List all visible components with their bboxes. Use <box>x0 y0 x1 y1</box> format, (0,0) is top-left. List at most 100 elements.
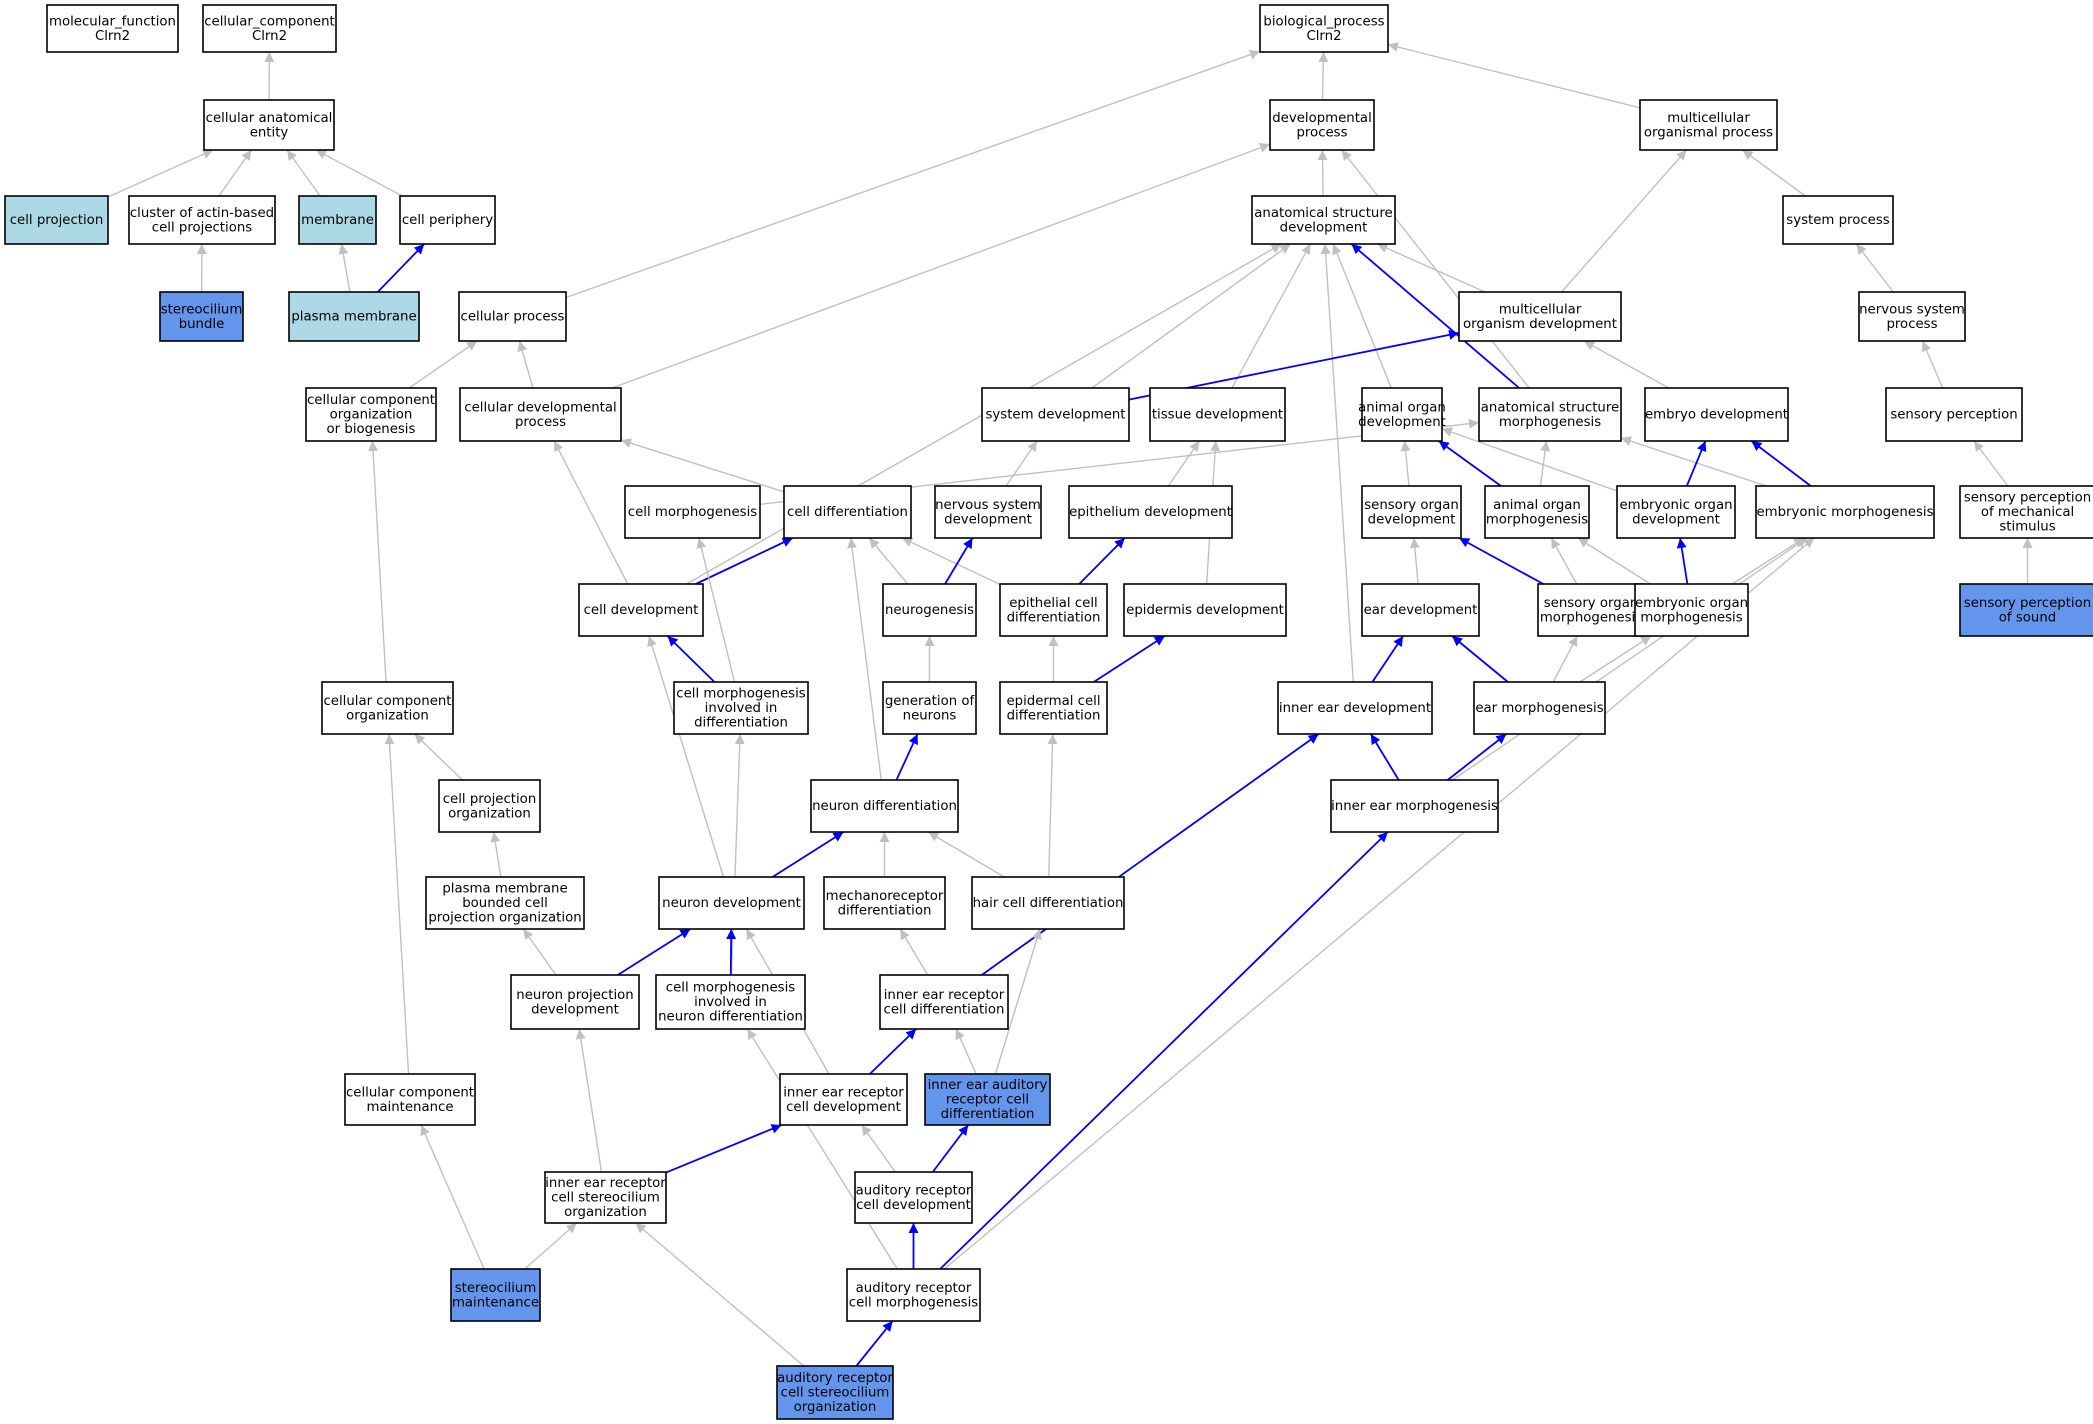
edge-system-development-to-anatomical-structure-development <box>1091 243 1291 389</box>
node-embryo-development[interactable]: embryo development <box>1644 387 1789 442</box>
node-box <box>1269 99 1375 151</box>
node-hair-cell-differentiation[interactable]: hair cell differentiation <box>971 876 1125 930</box>
node-label-line: cell projections <box>152 220 253 235</box>
node-label-line: system process <box>1786 213 1889 228</box>
node-inner-ear-morphogenesis[interactable]: inner ear morphogenesis <box>1330 779 1499 833</box>
node-epidermis-development[interactable]: epidermis development <box>1123 583 1287 637</box>
node-system-development[interactable]: system development <box>981 387 1130 442</box>
node-membrane[interactable]: membrane <box>298 195 377 245</box>
node-box <box>924 1073 1051 1126</box>
node-neuron-development[interactable]: neuron development <box>658 876 805 930</box>
edge-auditory-receptor-cell-morphogenesis-to-cell-morph-in-neuron-diff <box>746 1028 898 1270</box>
node-ear-morphogenesis[interactable]: ear morphogenesis <box>1473 681 1606 735</box>
edge-anatomical-structure-morphogenesis-to-developmental-process <box>1341 149 1530 389</box>
node-label-line: organization <box>330 408 413 423</box>
node-system-process[interactable]: system process <box>1782 195 1894 245</box>
node-cell-projection[interactable]: cell projection <box>4 195 109 245</box>
node-inner-ear-development[interactable]: inner ear development <box>1277 681 1433 735</box>
node-cell-differentiation[interactable]: cell differentiation <box>783 485 912 539</box>
node-tissue-development[interactable]: tissue development <box>1149 387 1286 442</box>
node-neurogenesis[interactable]: neurogenesis <box>882 583 977 637</box>
edge-neuron-projection-development-to-neuron-development <box>617 928 691 976</box>
edge-cell-projection-to-cellular-anatomical-entity <box>107 149 214 198</box>
node-box <box>658 876 805 930</box>
node-label-line: epidermal cell <box>1006 694 1100 709</box>
node-label-line: development <box>944 512 1032 527</box>
node-cell-morphogenesis[interactable]: cell morphogenesis <box>624 485 761 539</box>
node-label-line: multicellular <box>1499 302 1582 317</box>
node-sensory-perception[interactable]: sensory perception <box>1885 387 2023 442</box>
node-box <box>544 1171 667 1224</box>
node-ear-development[interactable]: ear development <box>1361 583 1480 637</box>
node-box <box>321 681 454 735</box>
edge-cell-morph-in-neuron-diff-to-cell-morph-in-diff <box>730 733 745 976</box>
node-box <box>655 974 806 1030</box>
node-label-line: organization <box>794 1400 877 1415</box>
edge-cell-morph-in-diff-to-cell-development <box>666 635 716 683</box>
edge-auditory-receptor-stereocilium-org-to-ie-receptor-stereocilium-org <box>635 1222 805 1367</box>
node-box <box>4 195 109 245</box>
node-cell-periphery[interactable]: cell periphery <box>399 195 496 245</box>
node-neuron-differentiation[interactable]: neuron differentiation <box>810 779 959 833</box>
node-box <box>202 4 337 53</box>
node-label-line: receptor cell <box>946 1093 1029 1108</box>
node-box <box>1885 387 2023 442</box>
node-box <box>1123 583 1287 637</box>
node-label-line: cell stereocilium <box>781 1386 890 1401</box>
node-embryonic-morphogenesis[interactable]: embryonic morphogenesis <box>1755 485 1935 539</box>
edge-sensory-organ-morphogenesis-to-animal-organ-morphogenesis <box>1550 537 1578 585</box>
node-label-line: cellular component <box>307 393 435 408</box>
node-box <box>934 485 1042 539</box>
node-epithelium-development[interactable]: epithelium development <box>1068 485 1233 539</box>
node-plasma-membrane[interactable]: plasma membrane <box>288 291 420 342</box>
node-box <box>810 779 959 833</box>
node-cell-development[interactable]: cell development <box>578 583 704 637</box>
edge-ear-development-to-sensory-organ-development <box>1409 537 1420 585</box>
edge-hair-cell-differentiation-to-neuron-differentiation <box>927 831 1005 878</box>
edge-cell-development-to-cell-differentiation <box>695 537 794 585</box>
node-cellular-process[interactable]: cellular process <box>458 291 567 342</box>
